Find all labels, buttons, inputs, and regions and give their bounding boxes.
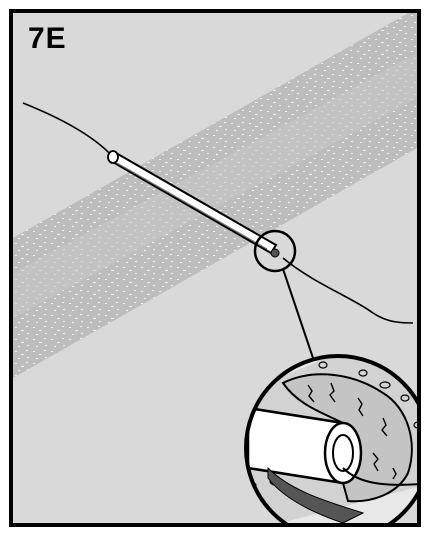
tissue-inner-strip — [13, 53, 417, 318]
detail-spot — [253, 229, 297, 273]
figure-label: 7E — [28, 22, 67, 55]
needle-tube — [107, 150, 278, 255]
figure-frame: 7E — [9, 9, 421, 527]
illustration — [13, 13, 417, 523]
leader-line — [282, 268, 314, 359]
magnifier-view — [244, 354, 417, 523]
